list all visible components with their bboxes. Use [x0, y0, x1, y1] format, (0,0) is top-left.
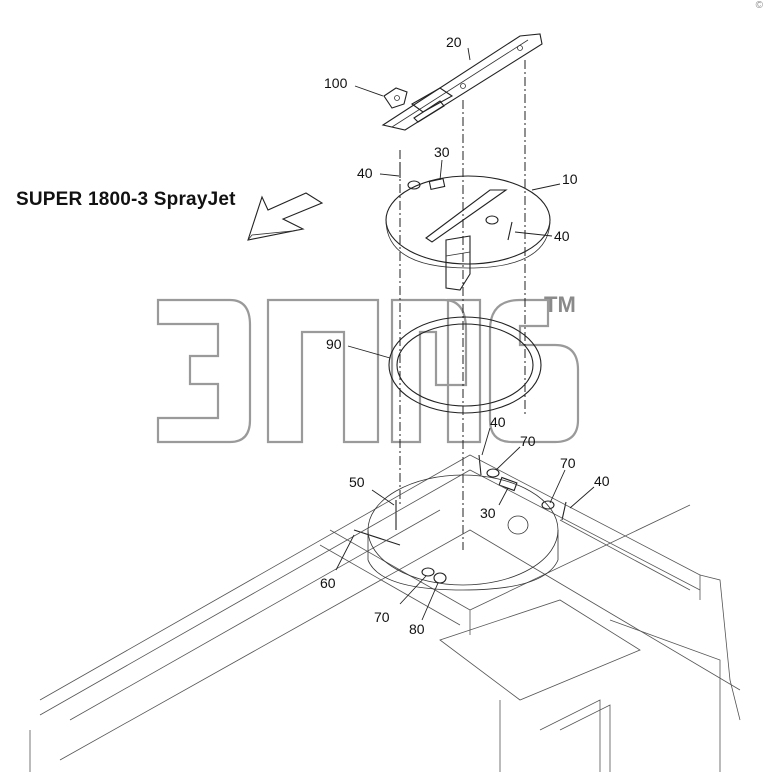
diagram-title: SUPER 1800-3 SprayJet	[16, 189, 236, 210]
label-10: 10	[562, 171, 578, 187]
label-100: 100	[324, 75, 348, 91]
lever-part	[383, 87, 408, 109]
lid-cover	[385, 175, 551, 291]
label-90: 90	[326, 336, 342, 352]
handle-bar	[381, 33, 543, 131]
label-50: 50	[349, 474, 365, 490]
label-40-middle: 40	[490, 414, 506, 430]
leader-lines	[335, 47, 595, 621]
label-20: 20	[446, 34, 462, 50]
label-60: 60	[320, 575, 336, 591]
seal-ring	[388, 316, 542, 414]
assembly-axis-lines	[399, 60, 526, 550]
label-70-right: 70	[560, 455, 576, 471]
label-40-top-left: 40	[357, 165, 373, 181]
watermark-logo: TM	[156, 292, 580, 444]
mount-hardware	[353, 454, 567, 584]
label-30-top: 30	[434, 144, 450, 160]
label-40-right: 40	[594, 473, 610, 489]
trademark-text: TM	[544, 292, 576, 317]
label-70-lower: 70	[374, 609, 390, 625]
label-80: 80	[409, 621, 425, 637]
label-40-lid-right: 40	[554, 228, 570, 244]
label-30-lower: 30	[480, 505, 496, 521]
direction-arrow-icon	[247, 192, 324, 241]
part-labels: 20 100 30 40 10 40 90 40 70 70 40 50 30 …	[320, 34, 610, 637]
machine-frame	[29, 454, 741, 772]
label-70-upper: 70	[520, 433, 536, 449]
lid-hardware	[399, 162, 513, 241]
corner-mark: ©	[755, 0, 763, 11]
